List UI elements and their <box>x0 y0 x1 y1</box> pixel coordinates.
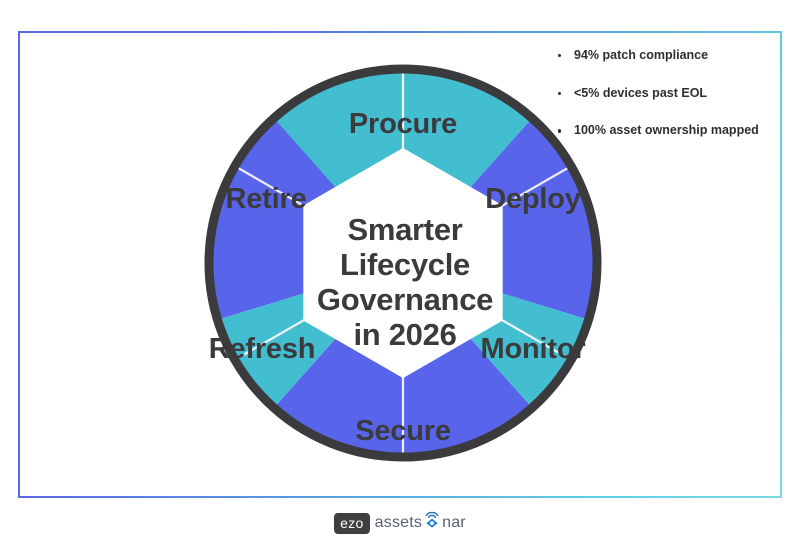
logo-ezo-badge: ezo <box>334 512 370 534</box>
sonar-diamond-icon <box>423 511 441 533</box>
wheel-label-secure: Secure <box>355 415 451 447</box>
wheel-label-procure: Procure <box>349 108 457 140</box>
center-title-line-3: Governance <box>317 282 493 317</box>
bullet-dot-icon <box>558 129 562 133</box>
wheel-label-retire: Retire <box>226 183 307 215</box>
wheel-label-monitor: Monitor <box>481 333 586 365</box>
center-title-line-2: Lifecycle <box>340 247 470 282</box>
wheel-label-deploy: Deploy <box>485 183 581 215</box>
list-item: 100% asset ownership mapped <box>556 123 780 139</box>
wheel-hub-hexagon <box>303 148 503 378</box>
list-item: <5% devices past EOL <box>556 86 780 102</box>
footer-logo: ezo asset s nar <box>0 511 800 534</box>
bullet-dot-icon <box>558 91 562 96</box>
wheel-label-refresh: Refresh <box>209 333 316 365</box>
center-title-line-4: in 2026 <box>353 317 456 352</box>
wheel-outer-ring <box>204 64 602 462</box>
bullet-text: 94% patch compliance <box>574 48 709 62</box>
bullet-text: <5% devices past EOL <box>574 85 708 100</box>
logo-word-asset: asset <box>374 514 414 531</box>
logo-word-nar: nar <box>442 514 466 531</box>
list-item: 94% patch compliance <box>556 48 780 64</box>
logo-word-s: s <box>413 514 423 531</box>
bullet-dot-icon <box>558 54 562 58</box>
center-title-line-1: Smarter <box>347 212 462 247</box>
logo-wordmark: asset s nar <box>374 511 466 534</box>
lifecycle-wheel: Procure Deploy Monitor Secure Refresh Re… <box>168 48 638 478</box>
bullet-text: 100% asset ownership mapped <box>574 123 759 138</box>
metrics-bullet-list: 94% patch compliance <5% devices past EO… <box>556 48 780 161</box>
